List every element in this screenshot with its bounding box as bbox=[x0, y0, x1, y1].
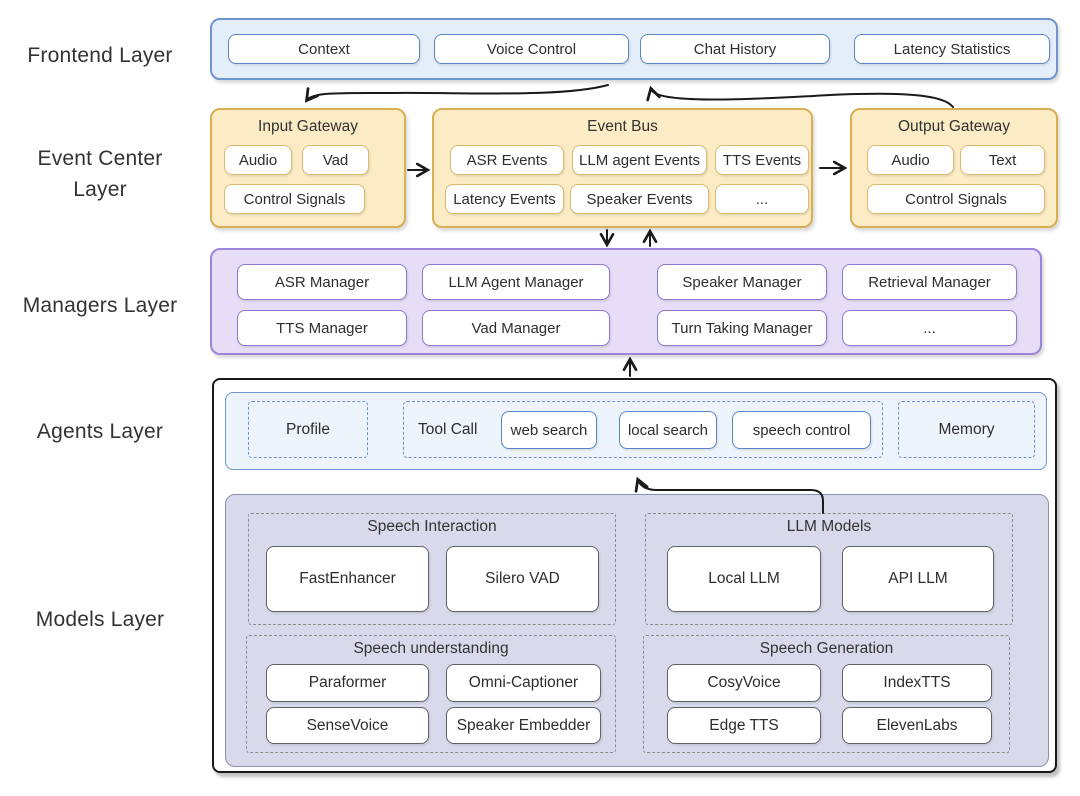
manager-speaker: Speaker Manager bbox=[657, 264, 827, 300]
group-speech-understanding-title: Speech understanding bbox=[353, 640, 509, 657]
arrow-frontend-to-input-gateway bbox=[304, 84, 609, 103]
event-bus-more: ... bbox=[715, 184, 809, 214]
output-gateway-container: Output Gateway Audio Text Control Signal… bbox=[850, 108, 1058, 228]
input-gateway-control-signals: Control Signals bbox=[224, 184, 365, 214]
event-bus-speaker-events: Speaker Events bbox=[570, 184, 709, 214]
event-bus-latency-events: Latency Events bbox=[445, 184, 564, 214]
manager-asr: ASR Manager bbox=[237, 264, 407, 300]
label-frontend-layer: Frontend Layer bbox=[27, 44, 173, 67]
model-api-llm: API LLM bbox=[842, 546, 994, 612]
event-bus-tts-events: TTS Events bbox=[715, 145, 809, 175]
model-elevenlabs: ElevenLabs bbox=[842, 707, 992, 744]
event-bus-container: Event Bus ASR Events LLM agent Events TT… bbox=[432, 108, 813, 228]
manager-turn-taking: Turn Taking Manager bbox=[657, 310, 827, 346]
model-sensevoice: SenseVoice bbox=[266, 707, 429, 744]
group-speech-interaction: Speech Interaction FastEnhancer Silero V… bbox=[248, 513, 616, 625]
label-agents-layer: Agents Layer bbox=[36, 420, 164, 443]
output-gateway-title: Output Gateway bbox=[897, 118, 1010, 135]
input-gateway-title: Input Gateway bbox=[258, 118, 358, 135]
model-fastenhancer: FastEnhancer bbox=[266, 546, 429, 612]
model-silero-vad: Silero VAD bbox=[446, 546, 599, 612]
frontend-item-context: Context bbox=[228, 34, 420, 64]
arrow-output-gateway-to-frontend bbox=[646, 85, 954, 108]
event-bus-llm-agent-events: LLM agent Events bbox=[572, 145, 707, 175]
group-llm-models-title: LLM Models bbox=[786, 518, 872, 535]
group-speech-interaction-title: Speech Interaction bbox=[367, 518, 497, 535]
input-gateway-audio: Audio bbox=[224, 145, 292, 175]
event-bus-title: Event Bus bbox=[587, 118, 658, 135]
tool-call-label: Tool Call bbox=[418, 420, 478, 438]
group-llm-models: LLM Models Local LLM API LLM bbox=[645, 513, 1013, 625]
frontend-item-chat-history: Chat History bbox=[640, 34, 830, 64]
model-cosyvoice: CosyVoice bbox=[667, 664, 821, 702]
tool-local-search: local search bbox=[619, 411, 717, 449]
output-gateway-control-signals: Control Signals bbox=[867, 184, 1045, 214]
model-paraformer: Paraformer bbox=[266, 664, 429, 702]
frontend-item-voice-control: Voice Control bbox=[434, 34, 629, 64]
model-edge-tts: Edge TTS bbox=[667, 707, 821, 744]
label-models-layer: Models Layer bbox=[35, 608, 165, 631]
manager-more: ... bbox=[842, 310, 1017, 346]
label-event-center-line2: Layer bbox=[73, 178, 127, 201]
agents-models-outer-box: Profile Tool Call web search local searc… bbox=[212, 378, 1057, 773]
model-speaker-embedder: Speaker Embedder bbox=[446, 707, 601, 744]
manager-vad: Vad Manager bbox=[422, 310, 610, 346]
output-gateway-text: Text bbox=[960, 145, 1045, 175]
model-indextts: IndexTTS bbox=[842, 664, 992, 702]
model-local-llm: Local LLM bbox=[667, 546, 821, 612]
agents-memory: Memory bbox=[898, 401, 1035, 458]
input-gateway-vad: Vad bbox=[302, 145, 369, 175]
manager-llm-agent: LLM Agent Manager bbox=[422, 264, 610, 300]
label-event-center-line1: Event Center bbox=[37, 147, 163, 170]
agents-tool-call: Tool Call web search local search speech… bbox=[403, 401, 883, 458]
models-layer-container: Speech Interaction FastEnhancer Silero V… bbox=[225, 494, 1049, 767]
tool-speech-control: speech control bbox=[732, 411, 871, 449]
manager-tts: TTS Manager bbox=[237, 310, 407, 346]
managers-layer-container: ASR Manager LLM Agent Manager Speaker Ma… bbox=[210, 248, 1042, 355]
input-gateway-container: Input Gateway Audio Vad Control Signals bbox=[210, 108, 406, 228]
frontend-layer-container: Context Voice Control Chat History Laten… bbox=[210, 18, 1058, 80]
output-gateway-audio: Audio bbox=[867, 145, 954, 175]
group-speech-understanding: Speech understanding Paraformer Omni-Cap… bbox=[246, 635, 616, 753]
group-speech-generation: Speech Generation CosyVoice IndexTTS Edg… bbox=[643, 635, 1010, 753]
tool-web-search: web search bbox=[501, 411, 597, 449]
manager-retrieval: Retrieval Manager bbox=[842, 264, 1017, 300]
label-managers-layer: Managers Layer bbox=[22, 294, 178, 317]
model-omni-captioner: Omni-Captioner bbox=[446, 664, 601, 702]
event-bus-asr-events: ASR Events bbox=[450, 145, 564, 175]
agents-layer-container: Profile Tool Call web search local searc… bbox=[225, 392, 1047, 470]
agents-profile: Profile bbox=[248, 401, 368, 458]
frontend-item-latency-statistics: Latency Statistics bbox=[854, 34, 1050, 64]
group-speech-generation-title: Speech Generation bbox=[759, 640, 894, 657]
